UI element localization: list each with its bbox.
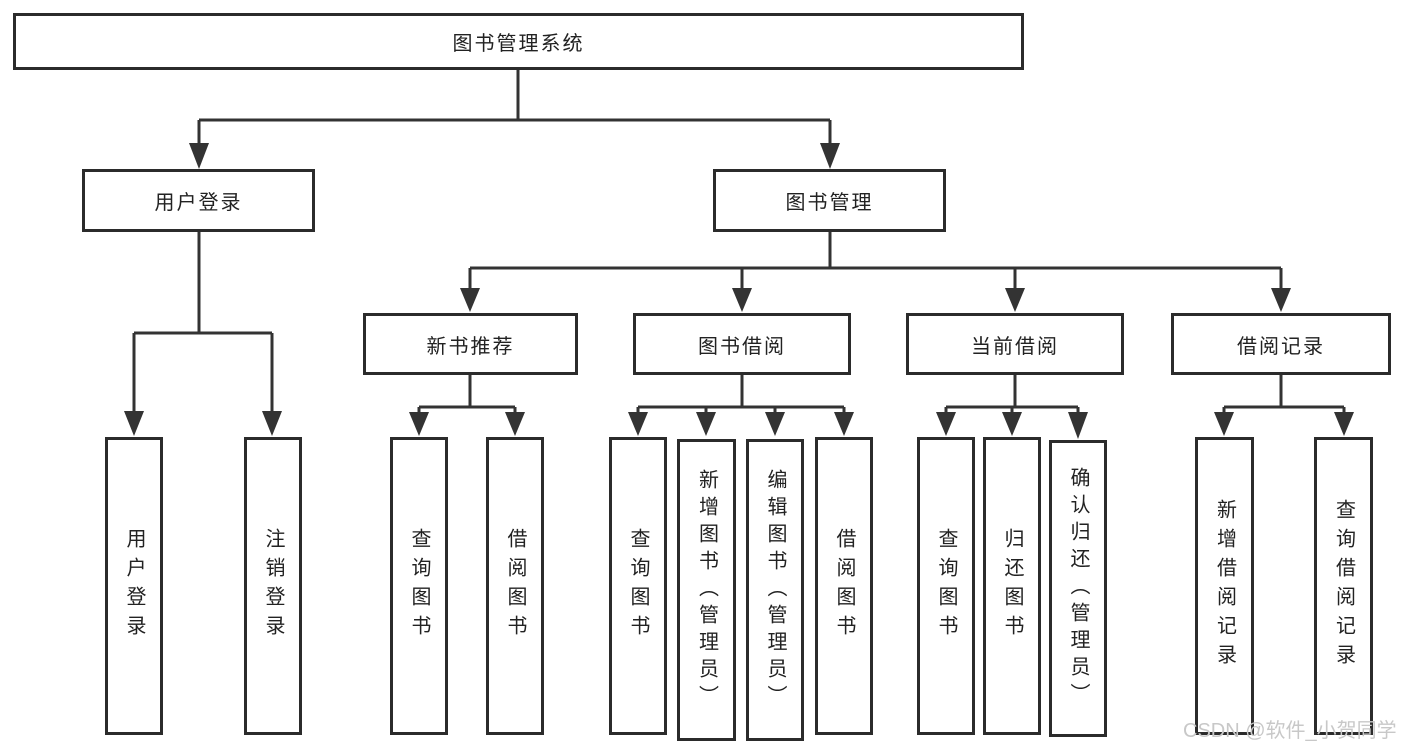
leaf-edit-books-admin: 编辑图书（管理员） (746, 439, 804, 741)
connector-new-books-children (409, 375, 525, 436)
leaf-query-books-3: 查询图书 (917, 437, 975, 735)
connector-book-mgmt-to-level3 (460, 232, 1291, 312)
csdn-watermark: CSDN @软件_小贺同学 (1183, 720, 1397, 742)
leaf-query-books-2: 查询图书 (609, 437, 667, 735)
node-root: 图书管理系统 (13, 13, 1024, 70)
connector-user-login-children (124, 232, 282, 436)
node-borrow-records: 借阅记录 (1171, 313, 1391, 375)
node-current-borrow: 当前借阅 (906, 313, 1124, 375)
leaf-add-books-admin: 新增图书（管理员） (677, 439, 736, 741)
connector-current-borrow-children (936, 375, 1088, 439)
connector-borrow-records-children (1214, 375, 1354, 436)
leaf-add-borrow-record: 新增借阅记录 (1195, 437, 1254, 735)
leaf-return-books: 归还图书 (983, 437, 1041, 735)
leaf-borrow-books-1: 借阅图书 (486, 437, 544, 735)
connector-root-to-level2 (189, 70, 840, 169)
node-book-borrow: 图书借阅 (633, 313, 851, 375)
leaf-logout: 注销登录 (244, 437, 302, 735)
node-user-login: 用户登录 (82, 169, 315, 232)
leaf-query-borrow-record: 查询借阅记录 (1314, 437, 1373, 735)
leaf-confirm-return-admin: 确认归还（管理员） (1049, 440, 1107, 737)
node-book-management: 图书管理 (713, 169, 946, 232)
leaf-borrow-books-2: 借阅图书 (815, 437, 873, 735)
leaf-query-books-1: 查询图书 (390, 437, 448, 735)
node-new-book-recommend: 新书推荐 (363, 313, 578, 375)
leaf-user-login: 用户登录 (105, 437, 163, 735)
connector-book-borrow-children (628, 375, 854, 436)
